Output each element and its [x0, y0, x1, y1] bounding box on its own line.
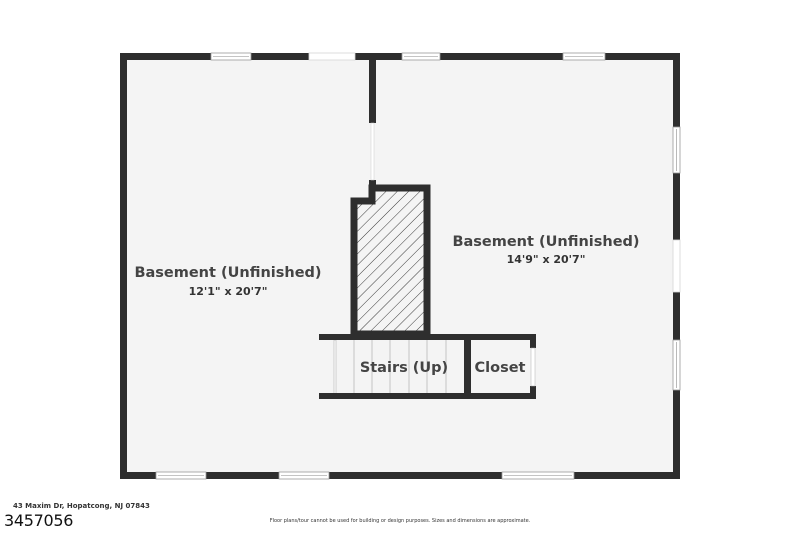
- stairs-area: [335, 340, 466, 394]
- stairs-side-rail: [333, 339, 337, 395]
- room-dimensions-basement-left: 12'1" x 20'7": [189, 285, 268, 298]
- room-label-basement-left: Basement (Unfinished): [134, 265, 321, 281]
- chimney-block: [350, 184, 431, 338]
- stair-treads: [353, 340, 447, 394]
- room-label-basement-right: Basement (Unfinished): [452, 234, 639, 250]
- stair-closet-walls: [319, 334, 536, 399]
- room-dimensions-basement-right: 14'9" x 20'7": [507, 253, 586, 266]
- doorway-opening: [370, 122, 375, 181]
- window-panes: [158, 56, 677, 476]
- closet-door: [530, 347, 536, 387]
- room-label-closet: Closet: [475, 360, 526, 376]
- room-label-stairs: Stairs (Up): [360, 360, 448, 376]
- property-address: 43 Maxim Dr, Hopatcong, NJ 07843: [13, 502, 150, 510]
- disclaimer-text: Floor plans/tour cannot be used for buil…: [269, 518, 531, 524]
- listing-number: 3457056: [4, 511, 74, 530]
